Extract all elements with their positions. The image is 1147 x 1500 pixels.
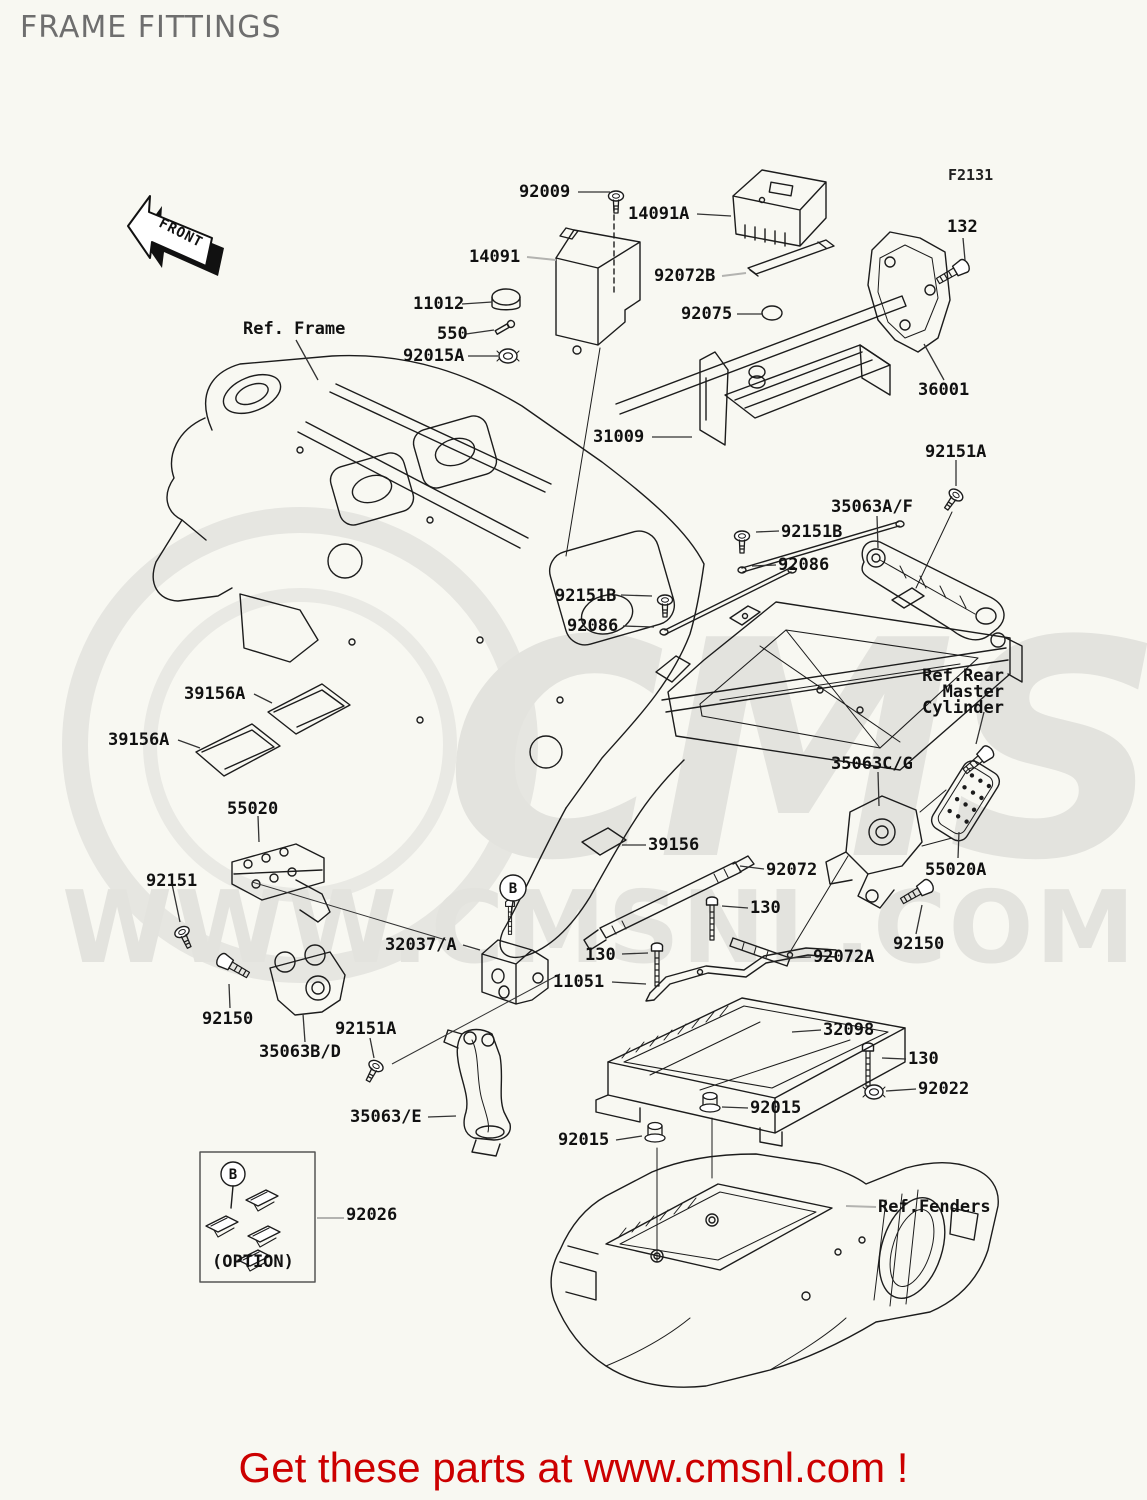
part-label-39156A-1: 39156A xyxy=(184,684,246,704)
cap-11012 xyxy=(491,288,521,311)
figure-code: F2131 xyxy=(948,166,994,184)
pads-39156 xyxy=(195,683,627,856)
part-label-39156A-2: 39156A xyxy=(108,730,170,750)
bracket-35063BD xyxy=(269,944,346,1016)
leader-lines xyxy=(171,191,985,1141)
tray-31009 xyxy=(615,295,907,446)
frame-drawing xyxy=(152,354,705,958)
part-label-35063AF: 35063A/F xyxy=(831,497,913,517)
part-label-92022: 92022 xyxy=(918,1079,970,1099)
part-label-35063E: 35063/E xyxy=(350,1107,422,1127)
part-label-92151A-low: 92151A xyxy=(335,1019,397,1039)
ref-label-fenders: Ref.Fenders xyxy=(878,1197,991,1217)
ref-rear-line3: Cylinder xyxy=(922,698,1004,718)
ref-rear-line2: Master xyxy=(942,682,1004,702)
front-arrow-icon xyxy=(127,195,224,276)
part-label-92009: 92009 xyxy=(519,182,571,202)
rear-subframe xyxy=(655,587,1023,771)
part-label-92151B-l: 92151B xyxy=(555,586,617,606)
marker-b-option: B xyxy=(229,1167,237,1183)
exploded-view-art xyxy=(127,169,1023,1388)
arm-35063AF xyxy=(861,540,1006,648)
part-label-92026: 92026 xyxy=(346,1205,398,1225)
battery-box-32098 xyxy=(595,997,906,1147)
strap-92072 xyxy=(583,855,755,951)
bracket-36001 xyxy=(867,231,951,353)
part-label-92015-l: 92015 xyxy=(558,1130,610,1150)
bracket-32037A xyxy=(481,939,549,1005)
pin-550 xyxy=(494,319,516,335)
part-label-11012: 11012 xyxy=(413,294,465,314)
option-label: (OPTION) xyxy=(212,1252,294,1272)
part-label-92151: 92151 xyxy=(146,871,198,891)
rear-fender xyxy=(550,1153,999,1388)
ref-label-rear-master-cylinder: Ref.Rear Master Cylinder xyxy=(880,666,1004,718)
part-label-11051: 11051 xyxy=(553,972,605,992)
part-label-92072A: 92072A xyxy=(813,947,875,967)
part-label-14091: 14091 xyxy=(469,247,521,267)
part-label-92072: 92072 xyxy=(766,860,818,880)
part-label-92086-r: 92086 xyxy=(778,555,830,575)
part-label-92150-r: 92150 xyxy=(893,934,945,954)
part-label-35063BD: 35063B/D xyxy=(259,1042,341,1062)
part-label-35063CG: 35063C/G xyxy=(831,754,913,774)
part-label-550: 550 xyxy=(437,324,468,344)
strip-92072B xyxy=(747,239,835,277)
part-label-92086-l: 92086 xyxy=(567,616,619,636)
part-label-92151A-top: 92151A xyxy=(925,442,987,462)
option-box-92026 xyxy=(199,1151,316,1283)
page-title: FRAME FITTINGS xyxy=(20,10,282,45)
part-label-92151B-r: 92151B xyxy=(781,522,843,542)
part-label-31009: 31009 xyxy=(593,427,645,447)
part-label-132: 132 xyxy=(947,217,978,237)
part-label-55020: 55020 xyxy=(227,799,279,819)
part-label-14091A: 14091A xyxy=(628,204,690,224)
part-label-92150-l: 92150 xyxy=(202,1009,254,1029)
part-label-130-3: 130 xyxy=(908,1049,939,1069)
ref-rear-line1: Ref.Rear xyxy=(922,666,1004,686)
footpeg-55020A xyxy=(930,760,1001,842)
bracket-35063E xyxy=(443,1028,511,1157)
part-label-36001: 36001 xyxy=(918,380,970,400)
leader-lines-gray xyxy=(317,256,877,1219)
junction-box-14091A xyxy=(732,169,827,247)
footer-promo-text: Get these parts at www.cmsnl.com ! xyxy=(238,1444,909,1491)
part-label-39156: 39156 xyxy=(648,835,700,855)
marker-b-diagram: B xyxy=(509,881,517,897)
strap-92072A xyxy=(729,937,791,967)
part-label-130-1: 130 xyxy=(750,898,781,918)
part-label-32098: 32098 xyxy=(823,1020,875,1040)
ref-label-frame: Ref. Frame xyxy=(243,319,346,339)
part-label-92015A: 92015A xyxy=(403,346,465,366)
part-label-92015-r: 92015 xyxy=(750,1098,802,1118)
part-label-92072B: 92072B xyxy=(654,266,716,286)
part-label-32037A: 32037/A xyxy=(385,935,457,955)
bracket-35063CG xyxy=(789,789,953,953)
part-label-55020A: 55020A xyxy=(925,860,987,880)
part-label-130-2: 130 xyxy=(585,945,616,965)
part-label-92075: 92075 xyxy=(681,304,733,324)
bracket-55020 xyxy=(231,843,331,923)
reservoir-14091 xyxy=(555,205,641,557)
rods-92086 xyxy=(659,520,905,636)
